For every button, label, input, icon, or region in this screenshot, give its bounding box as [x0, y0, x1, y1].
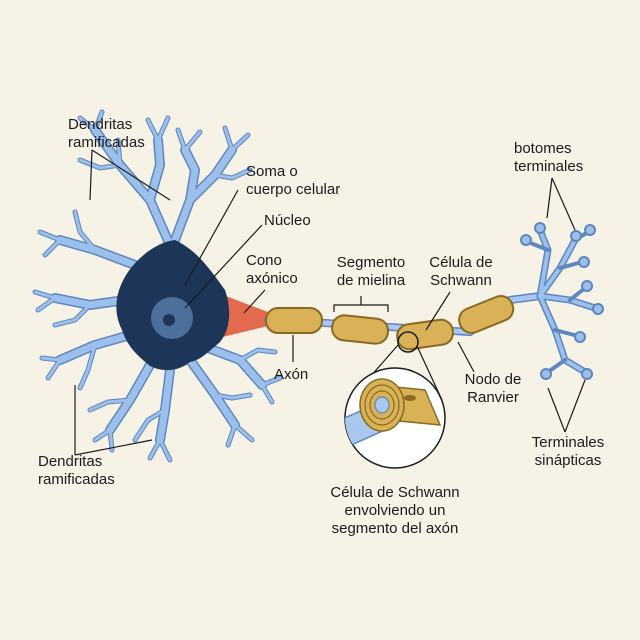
terminal-button — [570, 230, 582, 242]
myelin-sheath — [396, 318, 454, 351]
leader-ranvier — [457, 341, 475, 373]
leader-cono — [243, 289, 266, 314]
schwann-wrap-illustration — [345, 378, 442, 452]
leader-dendrites-top — [89, 149, 93, 201]
nucleolus-shape — [163, 314, 175, 326]
terminal-buttons — [520, 222, 604, 380]
dendrites — [32, 109, 283, 463]
dendrites-fill — [33, 110, 282, 462]
myelin-sheaths — [265, 295, 515, 351]
leader-terminal-buttons — [546, 177, 553, 219]
bracket-myelin — [333, 304, 389, 312]
terminal-button — [592, 303, 604, 315]
axon-terminals — [526, 226, 599, 376]
terminal-button — [520, 234, 532, 246]
leader-dendrites-top — [91, 149, 171, 201]
myelin-sheath — [458, 295, 515, 334]
label-axon: Axón — [274, 366, 309, 383]
zoom-source-circle — [397, 331, 419, 353]
terminal-button — [540, 368, 552, 380]
terminal-button — [584, 224, 596, 236]
leader-soma — [184, 189, 239, 286]
myelin-sheath — [331, 314, 390, 345]
myelin-sheath — [265, 307, 323, 334]
terminal-button — [581, 368, 593, 380]
terminal-button — [578, 256, 590, 268]
leader-dendrites-bottom — [74, 439, 153, 456]
terminal-button — [581, 280, 593, 292]
label-nucleus: Núcleo — [264, 212, 311, 229]
leader-synaptic — [547, 387, 566, 433]
terminal-button — [574, 331, 586, 343]
terminal-button — [534, 222, 546, 234]
leader-synaptic — [564, 379, 586, 433]
leader-schwann — [425, 291, 451, 331]
leader-terminal-buttons — [551, 177, 576, 231]
leader-nucleus — [184, 224, 263, 309]
leader-lines — [74, 149, 586, 456]
